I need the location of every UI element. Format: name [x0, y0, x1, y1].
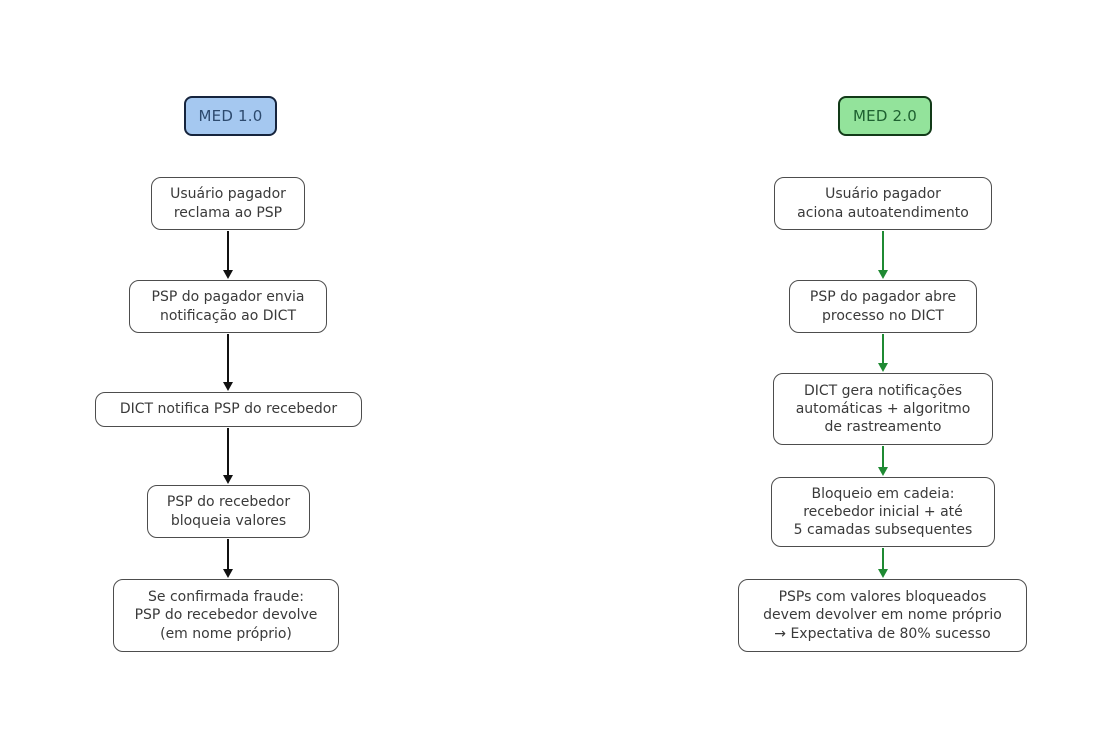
med10-step-dict-notifies-receiver: DICT notifica PSP do recebedor — [95, 392, 362, 427]
med10-step-psp-notifies-dict: PSP do pagador envia notificação ao DICT — [129, 280, 327, 333]
arrow-down-icon — [221, 231, 235, 279]
med10-header-label: MED 1.0 — [198, 107, 263, 125]
med20-header-label: MED 2.0 — [853, 107, 917, 125]
med10-step-fraud-refund: Se confirmada fraude: PSP do recebedor d… — [113, 579, 339, 652]
med10-header-badge: MED 1.0 — [184, 96, 277, 136]
arrow-down-icon — [876, 446, 890, 476]
med10-step-user-complains: Usuário pagador reclama ao PSP — [151, 177, 305, 230]
med10-step-receiver-blocks: PSP do recebedor bloqueia valores — [147, 485, 310, 538]
med20-header-badge: MED 2.0 — [838, 96, 932, 136]
arrow-down-icon — [876, 334, 890, 372]
arrow-down-icon — [221, 539, 235, 578]
arrow-down-icon — [221, 428, 235, 484]
med20-step-dict-auto-notifications: DICT gera notificações automáticas + alg… — [773, 373, 993, 445]
med20-step-user-selfservice: Usuário pagador aciona autoatendimento — [774, 177, 992, 230]
med20-step-psp-opens-process: PSP do pagador abre processo no DICT — [789, 280, 977, 333]
arrow-down-icon — [221, 334, 235, 391]
arrow-down-icon — [876, 231, 890, 279]
med20-step-psps-refund-expectation: PSPs com valores bloqueados devem devolv… — [738, 579, 1027, 652]
med20-step-chain-block: Bloqueio em cadeia: recebedor inicial + … — [771, 477, 995, 547]
arrow-down-icon — [876, 548, 890, 578]
